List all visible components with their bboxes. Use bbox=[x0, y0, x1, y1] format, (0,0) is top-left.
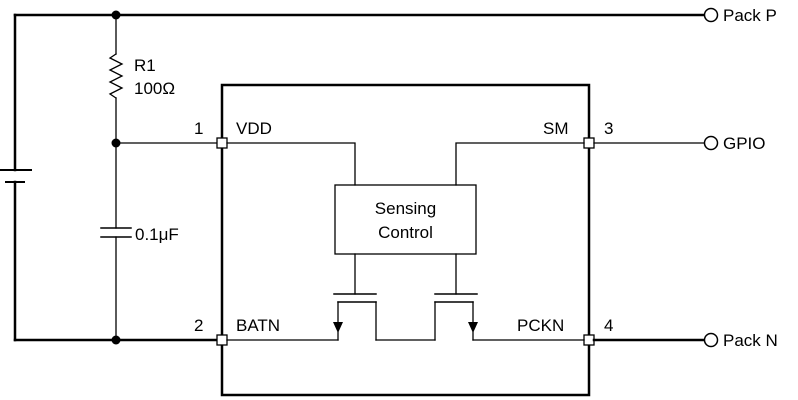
ic-package-outline bbox=[220, 83, 591, 397]
pin-4-number: 4 bbox=[604, 316, 613, 335]
pin-2-number: 2 bbox=[194, 316, 203, 335]
pack-p-terminal bbox=[703, 7, 719, 23]
pack-p-rail bbox=[13, 13, 706, 172]
pack-n-terminal bbox=[703, 332, 719, 348]
pin-3-name: SM bbox=[543, 119, 569, 138]
pin-4-name: PCKN bbox=[517, 316, 564, 335]
sensing-label: Sensing bbox=[375, 199, 436, 218]
cap-value-label: 0.1μF bbox=[135, 225, 179, 244]
pin-1-name: VDD bbox=[236, 119, 272, 138]
r1-ref-label: R1 bbox=[134, 56, 156, 75]
pin-2-pad bbox=[216, 334, 228, 346]
r1-value-label: 100Ω bbox=[134, 79, 175, 98]
battery-symbol bbox=[0, 169, 32, 342]
resistor-r1: R1 100Ω bbox=[108, 14, 175, 144]
pin-2-name: BATN bbox=[236, 316, 280, 335]
gpio-terminal bbox=[703, 135, 719, 151]
pin-1-number: 1 bbox=[194, 119, 203, 138]
vdd-internal-wire bbox=[226, 142, 356, 186]
mosfet-right bbox=[434, 293, 478, 341]
sm-internal-wire bbox=[455, 142, 585, 186]
gpio-label: GPIO bbox=[723, 134, 766, 153]
pin-4-pad bbox=[583, 334, 595, 346]
pack-p-label: Pack P bbox=[723, 6, 777, 25]
sensing-control-block: Sensing Control bbox=[334, 184, 477, 255]
mosfet-left-arrow bbox=[333, 322, 343, 333]
junction-dot-top bbox=[111, 10, 121, 20]
r1-zigzag bbox=[108, 53, 124, 99]
pin-3-number: 3 bbox=[604, 119, 613, 138]
pin-3-pad bbox=[583, 137, 595, 149]
sensing-control-box bbox=[334, 184, 477, 255]
junction-dot-bottom bbox=[111, 335, 121, 345]
control-label: Control bbox=[378, 223, 433, 242]
junction-dot-vdd bbox=[111, 138, 121, 148]
pin-1-pad bbox=[216, 137, 228, 149]
mosfet-left bbox=[333, 293, 377, 341]
capacitor-c1: 0.1μF bbox=[100, 142, 179, 341]
mosfet-right-arrow bbox=[468, 322, 478, 333]
pack-n-label: Pack N bbox=[723, 331, 778, 350]
